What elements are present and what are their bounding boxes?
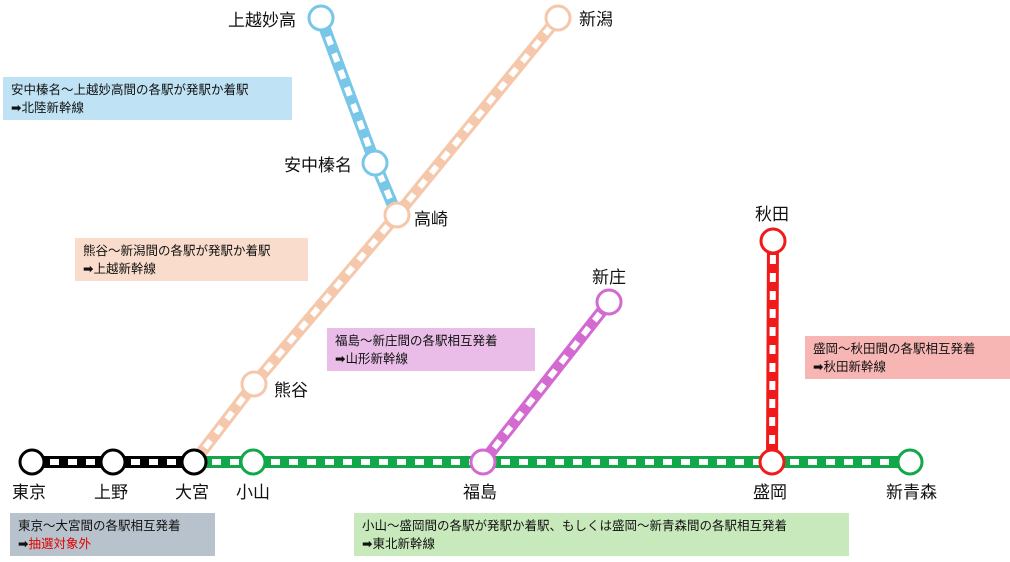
station-node: [18, 448, 46, 476]
station-node: [240, 370, 268, 398]
station-label-oyama: 小山: [236, 483, 270, 503]
station-node: [896, 448, 924, 476]
note-joetsu: 熊谷～新潟間の各駅が発駅か着駅 ➡上越新幹線: [75, 238, 308, 281]
note-tokyo-line2: ➡抽選対象外: [18, 535, 207, 553]
arrow-right-icon: ➡: [83, 261, 94, 276]
track-joetsu-dashes: [251, 213, 400, 386]
note-hokuriku-line-name: 北陸新幹線: [21, 100, 84, 115]
note-yamagata-line-name: 山形新幹線: [345, 351, 408, 366]
station-node: [99, 448, 127, 476]
note-yamagata-line1: 福島～新庄間の各駅相互発着: [335, 333, 498, 348]
note-tohoku-line2: ➡東北新幹線: [362, 535, 841, 553]
station-label-morioka: 盛岡: [753, 483, 787, 503]
note-tokyo-line-name: 抽選対象外: [28, 536, 91, 551]
track-joetsu: [189, 380, 259, 466]
note-akita-line2: ➡秋田新幹線: [813, 358, 1003, 376]
note-hokuriku-line1: 安中榛名～上越妙高間の各駅が発駅か着駅: [11, 82, 249, 97]
station-node: [758, 448, 786, 476]
station-node: [361, 149, 389, 177]
station-label-niigata: 新潟: [579, 10, 613, 30]
note-akita-line1: 盛岡～秋田間の各駅相互発着: [813, 341, 976, 356]
note-tohoku: 小山～盛岡間の各駅が発駅か着駅、もしくは盛岡～新青森間の各駅相互発着 ➡東北新幹…: [354, 513, 849, 556]
track-akita-dashes: [769, 240, 776, 463]
track-joetsu-dashes: [394, 16, 561, 217]
track-yamagata-dashes: [480, 300, 612, 464]
note-tohoku-line-name: 東北新幹線: [372, 536, 435, 551]
station-label-takasaki: 高崎: [414, 210, 448, 230]
note-akita-line-name: 秋田新幹線: [823, 359, 886, 374]
track-hokuriku-dashes: [318, 16, 378, 165]
station-label-fukushima: 福島: [463, 483, 497, 503]
note-joetsu-line2: ➡上越新幹線: [83, 260, 300, 278]
note-hokuriku-line2: ➡北陸新幹線: [11, 99, 284, 117]
station-node: [383, 201, 411, 229]
note-akita: 盛岡～秋田間の各駅相互発着 ➡秋田新幹線: [805, 336, 1010, 379]
station-node: [307, 4, 335, 32]
note-tohoku-line1: 小山～盛岡間の各駅が発駅か着駅、もしくは盛岡～新青森間の各駅相互発着: [362, 518, 788, 533]
note-hokuriku: 安中榛名～上越妙高間の各駅が発駅か着駅 ➡北陸新幹線: [3, 77, 292, 120]
note-tokyo: 東京～大宮間の各駅相互発着 ➡抽選対象外: [10, 513, 215, 556]
station-label-joetsumyoko: 上越妙高: [228, 11, 296, 31]
station-node: [239, 448, 267, 476]
station-label-shinaomori: 新青森: [886, 483, 937, 503]
station-label-kumagaya: 熊谷: [274, 381, 308, 401]
station-node: [544, 4, 572, 32]
note-joetsu-line1: 熊谷～新潟間の各駅が発駅か着駅: [83, 243, 271, 258]
station-label-tokyo: 東京: [12, 483, 46, 503]
arrow-right-icon: ➡: [18, 536, 29, 551]
station-label-shinjo: 新庄: [592, 268, 626, 288]
note-yamagata-line2: ➡山形新幹線: [335, 350, 527, 368]
note-joetsu-line-name: 上越新幹線: [93, 261, 156, 276]
arrow-right-icon: ➡: [362, 536, 373, 551]
arrow-right-icon: ➡: [335, 351, 346, 366]
station-node: [759, 227, 787, 255]
station-node: [469, 448, 497, 476]
station-label-ueno: 上野: [94, 483, 128, 503]
station-node: [180, 448, 208, 476]
station-label-omiya: 大宮: [175, 483, 209, 503]
station-node: [595, 288, 623, 316]
station-label-akita: 秋田: [755, 205, 789, 225]
arrow-right-icon: ➡: [813, 359, 824, 374]
station-label-annakaharuna: 安中榛名: [284, 156, 352, 176]
arrow-right-icon: ➡: [11, 100, 22, 115]
note-yamagata: 福島～新庄間の各駅相互発着 ➡山形新幹線: [327, 328, 535, 371]
note-tokyo-line1: 東京～大宮間の各駅相互発着: [18, 518, 181, 533]
